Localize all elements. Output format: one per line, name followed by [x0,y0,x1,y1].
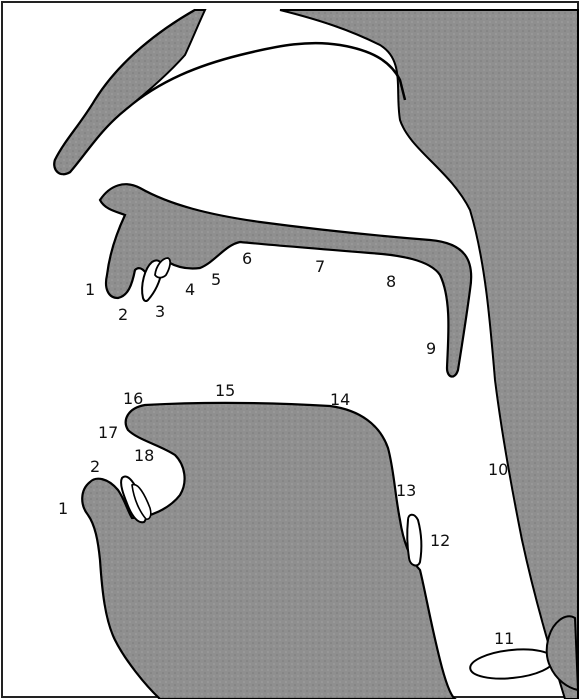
label-hard-palate-7: 7 [315,257,325,276]
label-tongue-back: 14 [330,390,350,409]
label-epiglottis: 12 [430,531,450,550]
label-uvula: 9 [426,339,436,358]
epiglottis [407,515,421,566]
label-hard-palate-6: 6 [242,249,252,268]
label-alveolar-4: 4 [185,280,195,299]
label-soft-palate-8: 8 [386,272,396,291]
label-lower-lip: 1 [58,499,68,518]
label-tongue-front: 15 [215,381,235,400]
label-sublingual: 18 [134,446,154,465]
label-lower-teeth: 2 [90,457,100,476]
label-alveolar-5: 5 [211,270,221,289]
label-pharynx-wall: 10 [488,460,508,479]
label-tongue-root: 13 [396,481,416,500]
label-upper-gum: 2 [118,305,128,324]
label-upper-teeth: 3 [155,302,165,321]
label-tongue-blade: 16 [123,389,143,408]
label-upper-lip: 1 [85,280,95,299]
label-tongue-tip: 17 [98,423,118,442]
label-vocal-folds: 11 [494,629,514,648]
